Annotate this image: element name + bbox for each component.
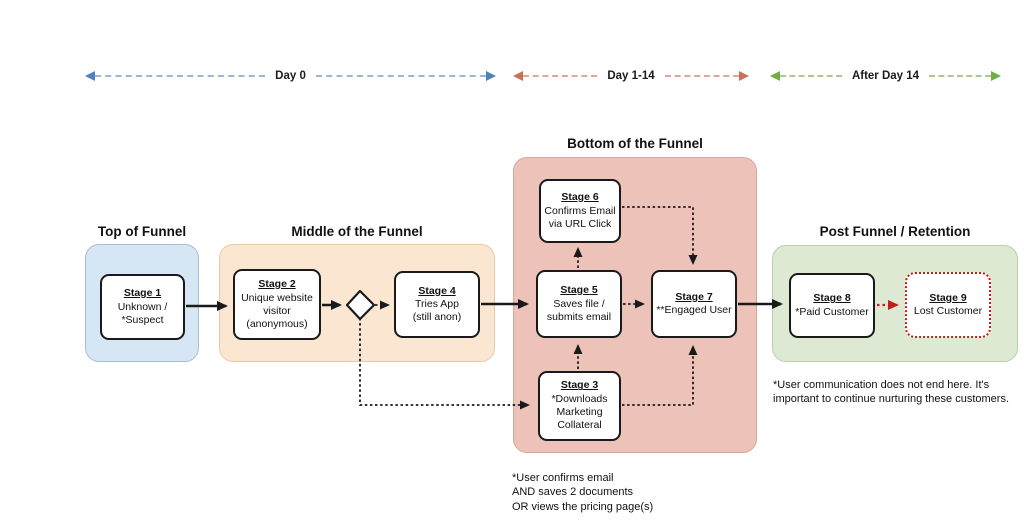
section-title-bottom-of-funnel: Bottom of the Funnel	[567, 136, 703, 151]
stage4-box: Stage 4 Tries App (still anon)	[394, 271, 480, 338]
section-title-post-funnel: Post Funnel / Retention	[819, 224, 971, 239]
stage2-title: Stage 2	[258, 277, 296, 290]
stage6-box: Stage 6 Confirms Email via URL Click	[539, 179, 621, 243]
section-title-middle-of-funnel: Middle of the Funnel	[291, 224, 423, 239]
footnote-bottom-funnel: *User confirms email AND saves 2 documen…	[512, 472, 654, 513]
timeline-day1-14: Day 1-14	[513, 67, 749, 85]
stage7-title: Stage 7	[675, 290, 713, 303]
dashed-line	[523, 75, 598, 77]
arrow-right-icon	[739, 71, 749, 81]
stage8-title: Stage 8	[813, 292, 851, 305]
dashed-line	[929, 75, 991, 77]
dashed-line	[315, 75, 486, 77]
stage6-title: Stage 6	[561, 191, 599, 204]
dashed-line	[95, 75, 266, 77]
stage2-body: Unique website visitor (anonymous)	[241, 291, 313, 330]
arrow-left-icon	[770, 71, 780, 81]
stage4-title: Stage 4	[418, 284, 456, 297]
timeline-day1-14-label: Day 1-14	[607, 70, 655, 82]
timeline-day0: Day 0	[85, 67, 496, 85]
stage3-box: Stage 3 *Downloads Marketing Collateral	[538, 371, 621, 441]
stage8-box: Stage 8 *Paid Customer	[789, 273, 875, 338]
arrow-right-icon	[486, 71, 496, 81]
stage9-body: Lost Customer	[913, 305, 983, 318]
stage6-body: Confirms Email via URL Click	[544, 204, 616, 230]
stage5-title: Stage 5	[560, 284, 598, 297]
stage5-body: Saves file / submits email	[546, 297, 612, 323]
stage9-box-lost-customer: Stage 9 Lost Customer	[905, 272, 991, 338]
stage1-box: Stage 1 Unknown / *Suspect	[100, 274, 185, 340]
stage2-box: Stage 2 Unique website visitor (anonymou…	[233, 269, 321, 340]
stage3-title: Stage 3	[560, 379, 599, 392]
stage5-box: Stage 5 Saves file / submits email	[536, 270, 622, 338]
stage7-body: **Engaged User	[656, 304, 732, 317]
arrow-left-icon	[85, 71, 95, 81]
stage1-body: Unknown / *Suspect	[117, 300, 168, 326]
timeline-day0-label: Day 0	[275, 70, 306, 82]
arrow-left-icon	[513, 71, 523, 81]
stage8-body: *Paid Customer	[795, 305, 869, 318]
stage3-body: *Downloads Marketing Collateral	[551, 393, 608, 432]
footnote-post-funnel: *User communication does not end here. I…	[773, 379, 1010, 406]
timeline-after-day14: After Day 14	[770, 67, 1001, 85]
section-title-top-of-funnel: Top of Funnel	[97, 224, 187, 239]
stage1-title: Stage 1	[123, 287, 162, 300]
timeline-after-day14-label: After Day 14	[851, 70, 920, 82]
stage9-title: Stage 9	[929, 291, 967, 304]
dashed-line	[780, 75, 842, 77]
arrow-right-icon	[991, 71, 1001, 81]
stage7-box: Stage 7 **Engaged User	[651, 270, 737, 338]
stage4-body: Tries App (still anon)	[412, 298, 462, 324]
dashed-line	[664, 75, 739, 77]
